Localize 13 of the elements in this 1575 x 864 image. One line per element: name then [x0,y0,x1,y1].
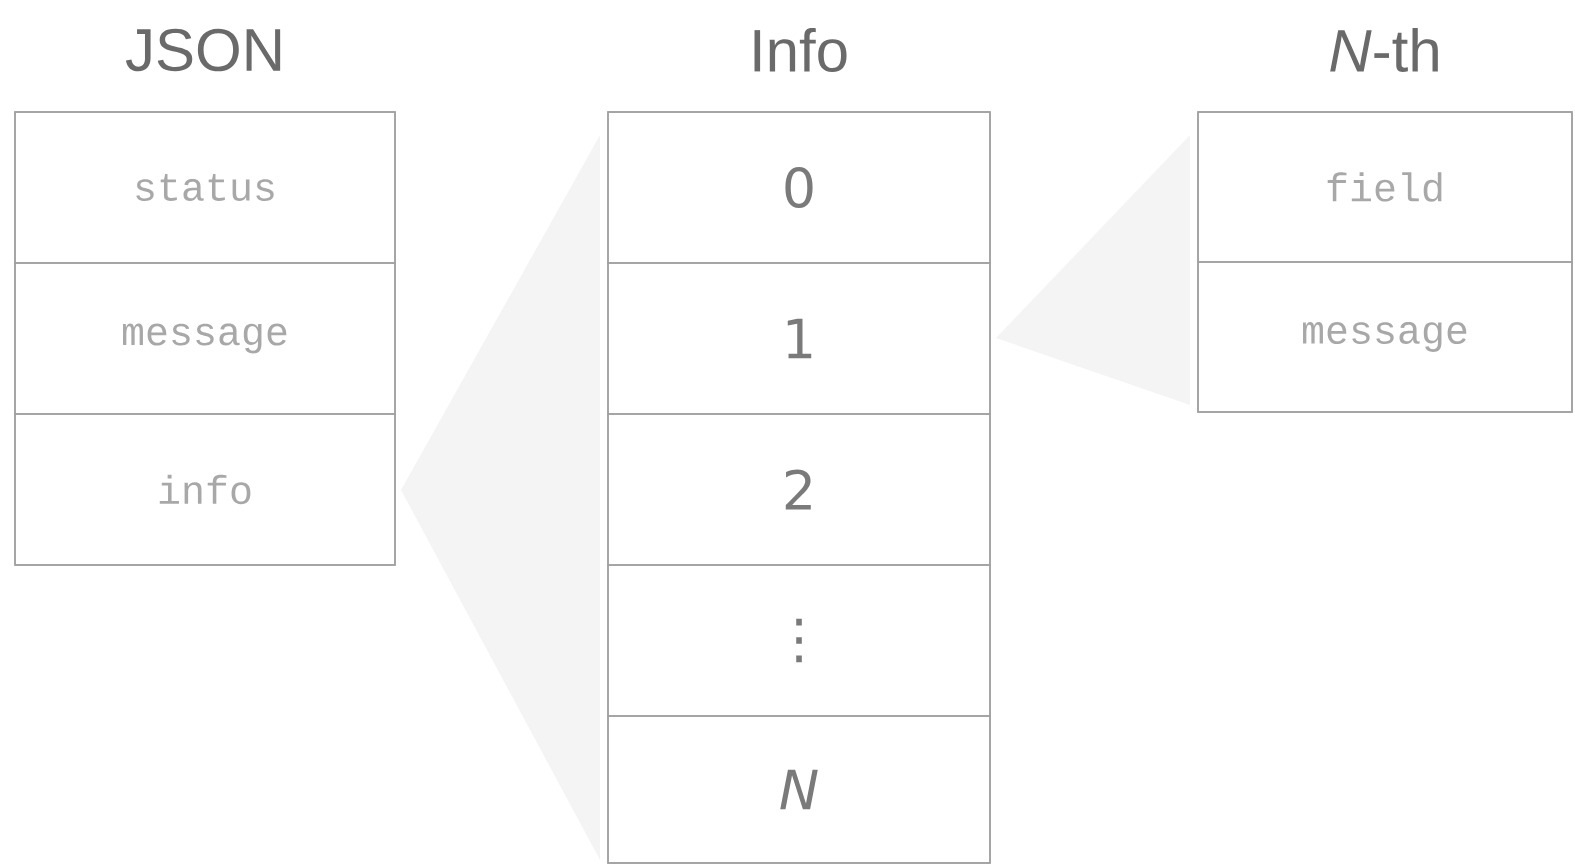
field-cell: status [14,111,396,264]
field-cell: field [1197,111,1573,263]
column-heading: N-th [1330,28,1438,72]
field-cell: message [1197,261,1573,413]
index-cell: N [607,715,991,864]
column-heading: JSON [125,28,281,72]
index-cell: ⋮ [607,564,991,717]
index-cell: 1 [607,262,991,415]
index-cell: 0 [607,111,991,264]
field-cell: message [14,262,396,415]
field-cell: info [14,413,396,566]
index-cell: 2 [607,413,991,566]
column-heading: Info [754,28,847,72]
